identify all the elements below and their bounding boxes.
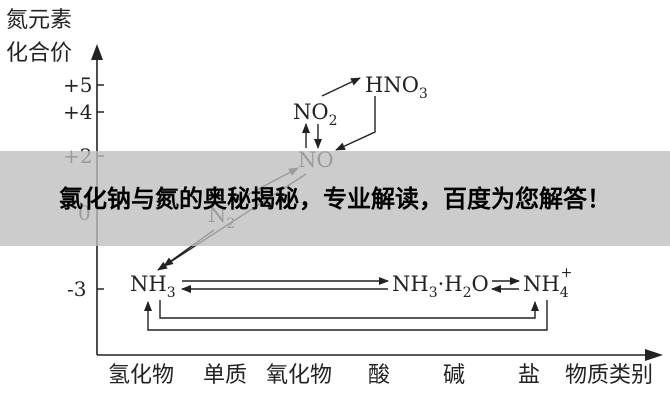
x-axis-arrowhead — [645, 349, 663, 361]
x-category-base: 碱 — [443, 363, 465, 388]
arrow-hno3-to-no — [335, 96, 376, 151]
species-no2: NO2 — [293, 100, 338, 129]
y-axis-arrowhead — [91, 44, 103, 60]
species-nh3: NH3 — [130, 272, 176, 301]
y-axis-title-line1: 氮元素 — [6, 8, 72, 33]
arrow-no2-to-hno3 — [321, 77, 361, 97]
species-nh4-plus: NH4+ — [523, 265, 572, 301]
species-hno3: HNO3 — [365, 73, 428, 102]
x-category-acid: 酸 — [368, 363, 390, 388]
title-banner: 氯化钠与氮的奥秘揭秘，专业解读，百度为您解答！ — [0, 151, 670, 246]
banner-title: 氯化钠与氮的奥秘揭秘，专业解读，百度为您解答！ — [59, 184, 611, 213]
y-tick-plus4: +4 — [63, 100, 92, 124]
x-category-salt: 盐 — [518, 363, 540, 388]
x-category-oxide: 氧化物 — [266, 363, 332, 388]
y-axis-title-line2: 化合价 — [6, 41, 72, 66]
x-category-element: 单质 — [203, 363, 247, 388]
species-nh3-h2o: NH3·H2O — [392, 272, 489, 301]
arrow-nh3-to-nh4-loop — [159, 300, 539, 319]
y-tick-minus3: -3 — [67, 277, 86, 301]
x-axis-title: 物质类别 — [565, 363, 653, 388]
x-category-hydride: 氢化物 — [108, 363, 174, 388]
arrow-nh4-to-nh3-loop — [144, 300, 548, 331]
y-tick-plus5: +5 — [63, 73, 92, 97]
